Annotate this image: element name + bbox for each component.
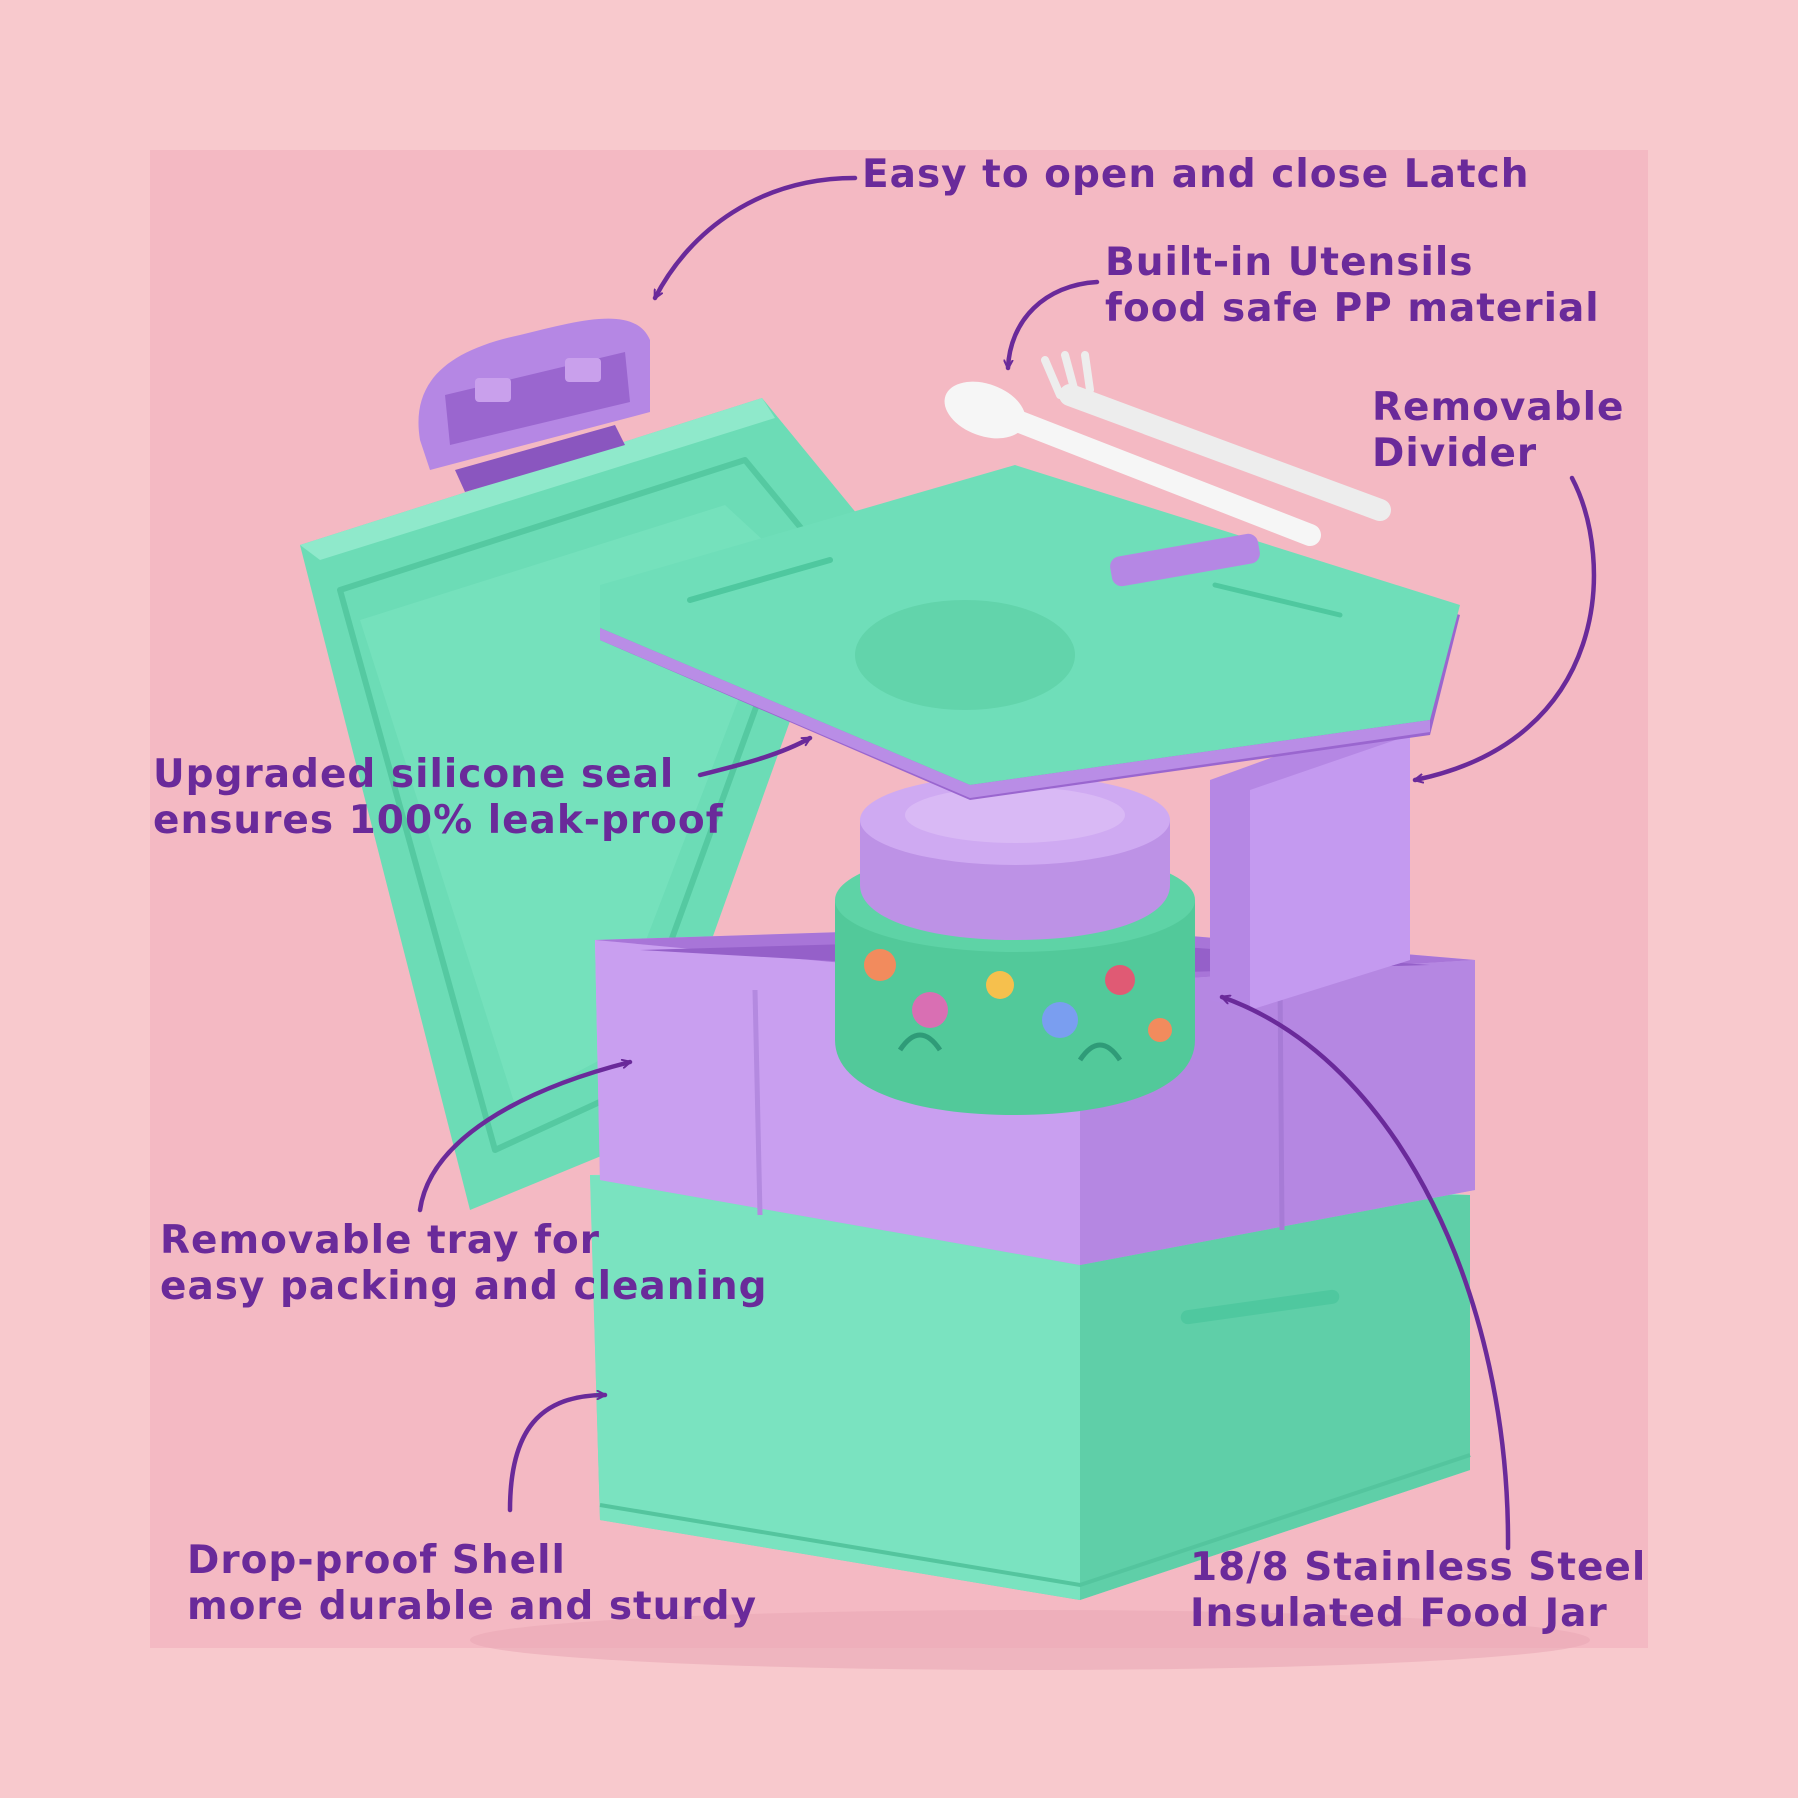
arrow-jar — [1219, 997, 1511, 1551]
arrow-divider — [1412, 475, 1597, 780]
arrow-icon — [417, 175, 1597, 1551]
callout-tray: Removable tray for easy packing and clea… — [160, 1218, 768, 1310]
arrow-seal — [697, 735, 813, 778]
jar-recess — [855, 600, 1075, 710]
callout-jar: 18/8 Stainless Steel Insulated Food Jar — [1190, 1545, 1646, 1637]
shell — [590, 1168, 1471, 1600]
callout-utensils-line-1: Built-in Utensils — [1105, 240, 1474, 285]
callout-jar-line-1: 18/8 Stainless Steel — [1190, 1545, 1647, 1590]
callout-divider-line-1: Removable — [1372, 385, 1625, 430]
mermaid-pattern-icon — [864, 949, 1172, 1062]
spoon-icon — [944, 381, 1321, 546]
callout-divider: Removable Divider — [1372, 385, 1624, 477]
callout-utensils-line-2: food safe PP material — [1105, 286, 1600, 331]
callout-utensils: Built-in Utensils food safe PP material — [1105, 240, 1600, 332]
callout-seal-line-1: Upgraded silicone seal — [153, 752, 675, 797]
callout-latch: Easy to open and close Latch — [862, 152, 1529, 198]
arrow-latch — [652, 175, 858, 301]
callout-latch-line-1: Easy to open and close Latch — [862, 152, 1530, 197]
floor-shadow — [470, 1610, 1590, 1670]
callout-seal-line-2: ensures 100% leak-proof — [153, 798, 724, 843]
arrow-shell — [507, 1395, 608, 1513]
arrow-utensils — [1008, 279, 1100, 371]
callout-seal: Upgraded silicone seal ensures 100% leak… — [153, 752, 724, 844]
callout-tray-line-2: easy packing and cleaning — [160, 1264, 768, 1309]
callout-tray-line-1: Removable tray for — [160, 1218, 600, 1263]
food-jar — [835, 775, 1195, 1115]
callout-divider-line-2: Divider — [1372, 431, 1538, 476]
callout-shell-line-1: Drop-proof Shell — [187, 1538, 566, 1583]
callout-jar-line-2: Insulated Food Jar — [1190, 1591, 1608, 1636]
divider — [1210, 722, 1410, 1010]
inner-lid — [600, 465, 1460, 800]
callout-shell-line-2: more durable and sturdy — [187, 1584, 758, 1629]
callout-shell: Drop-proof Shell more durable and sturdy — [187, 1538, 757, 1630]
arrow-tray — [417, 1062, 633, 1213]
latch-icon — [418, 318, 650, 492]
fork-icon — [1041, 351, 1391, 521]
